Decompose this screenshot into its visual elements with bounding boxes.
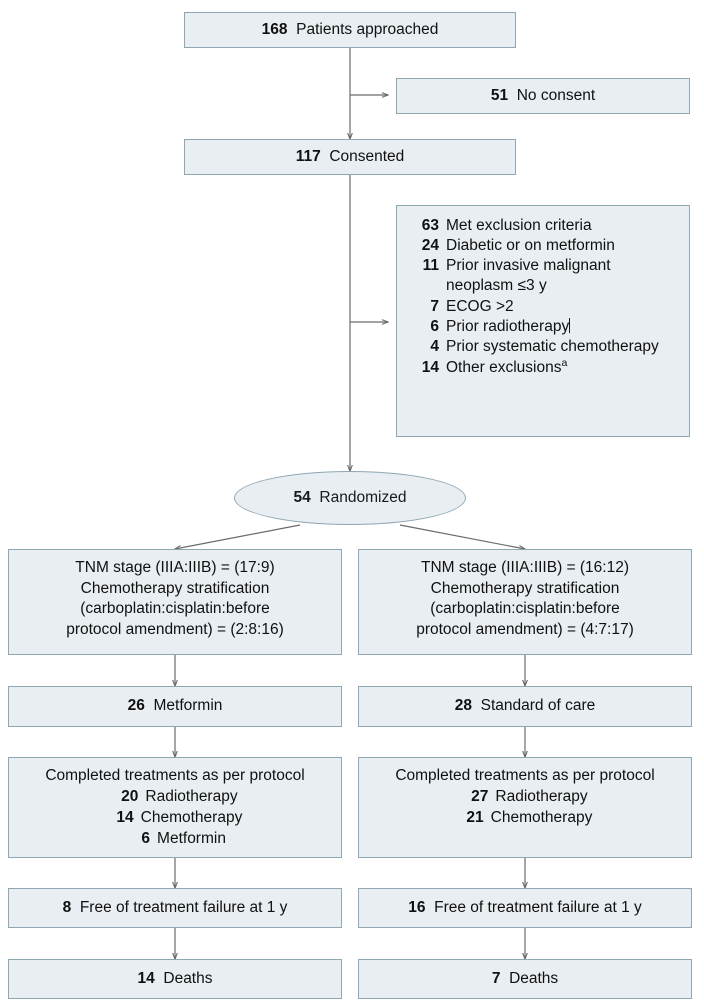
right-arm-number: 28 bbox=[454, 697, 472, 715]
left-completed-item: 20 Radiotherapy bbox=[15, 787, 335, 808]
right-deaths-label: Deaths bbox=[509, 969, 559, 987]
node-right-completed: Completed treatments as per protocol 27 … bbox=[358, 757, 692, 858]
exclusion-item: 4 Prior systematic chemotherapy bbox=[409, 337, 679, 357]
node-consented-number: 117 bbox=[295, 147, 321, 165]
node-approached-label: Patients approached bbox=[296, 20, 439, 38]
left-strat-line-2: Chemotherapy stratification bbox=[80, 579, 270, 597]
exclusion-item-label: Prior radiotherapy bbox=[446, 317, 570, 335]
left-completed-item-number: 14 bbox=[116, 808, 134, 826]
node-randomized-label: Randomized bbox=[319, 489, 407, 506]
left-strat-line-4: protocol amendment) = (2:8:16) bbox=[66, 620, 284, 638]
left-arm-label: Metformin bbox=[153, 697, 223, 715]
exclusion-item: 14 Other exclusionsa bbox=[409, 357, 679, 378]
node-right-arm: 28 Standard of care bbox=[358, 686, 692, 727]
exclusion-header-number: 63 bbox=[421, 217, 439, 234]
right-completed-item-number: 27 bbox=[471, 787, 489, 805]
left-strat-line-1: TNM stage (IIIA:IIIB) = (17:9) bbox=[75, 559, 275, 576]
exclusion-item-number: 7 bbox=[430, 297, 439, 315]
node-exclusion-criteria: 63 Met exclusion criteria 24 Diabetic or… bbox=[396, 205, 690, 437]
right-deaths-number: 7 bbox=[491, 969, 501, 987]
right-arm-label: Standard of care bbox=[480, 697, 596, 715]
left-completed-item-label: Radiotherapy bbox=[145, 787, 238, 805]
node-left-stratification: TNM stage (IIIA:IIIB) = (17:9) Chemother… bbox=[8, 549, 342, 655]
node-right-deaths: 7 Deaths bbox=[358, 959, 692, 999]
node-consented-label: Consented bbox=[329, 147, 405, 165]
left-deaths-label: Deaths bbox=[163, 969, 213, 987]
exclusion-header-label: Met exclusion criteria bbox=[446, 217, 592, 234]
node-patients-approached: 168 Patients approached bbox=[184, 12, 516, 48]
node-randomized: 54 Randomized bbox=[234, 471, 466, 525]
right-free-label: Free of treatment failure at 1 y bbox=[434, 898, 642, 916]
right-completed-item-label: Chemotherapy bbox=[490, 808, 593, 826]
right-strat-line-3: (carboplatin:cisplatin:before bbox=[430, 600, 620, 618]
exclusion-item-number: 4 bbox=[430, 337, 439, 355]
exclusion-item-label: ECOG >2 bbox=[446, 297, 514, 315]
left-free-label: Free of treatment failure at 1 y bbox=[79, 898, 288, 916]
node-left-deaths: 14 Deaths bbox=[8, 959, 342, 999]
node-randomized-number: 54 bbox=[293, 489, 311, 506]
node-right-free-of-failure: 16 Free of treatment failure at 1 y bbox=[358, 888, 692, 928]
right-strat-line-4: protocol amendment) = (4:7:17) bbox=[416, 620, 634, 638]
node-consented: 117 Consented bbox=[184, 139, 516, 175]
node-right-stratification: TNM stage (IIIA:IIIB) = (16:12) Chemothe… bbox=[358, 549, 692, 655]
node-no-consent-number: 51 bbox=[490, 86, 509, 104]
exclusion-item-number: 11 bbox=[422, 257, 439, 275]
right-completed-item: 21 Chemotherapy bbox=[365, 808, 685, 829]
right-completed-item-number: 21 bbox=[466, 808, 484, 826]
node-no-consent: 51 No consent bbox=[396, 78, 690, 114]
exclusion-item: 6 Prior radiotherapy bbox=[409, 317, 679, 337]
exclusion-item: 24 Diabetic or on metformin bbox=[409, 236, 679, 256]
left-deaths-number: 14 bbox=[137, 969, 155, 987]
left-completed-item-label: Metformin bbox=[157, 829, 226, 847]
exclusion-item: 11 Prior invasive malignant neoplasm ≤3 … bbox=[409, 256, 679, 296]
left-strat-line-3: (carboplatin:cisplatin:before bbox=[80, 600, 270, 618]
right-strat-line-1: TNM stage (IIIA:IIIB) = (16:12) bbox=[420, 559, 630, 576]
node-left-free-of-failure: 8 Free of treatment failure at 1 y bbox=[8, 888, 342, 928]
exclusion-item-label: Diabetic or on metformin bbox=[446, 237, 615, 255]
node-approached-number: 168 bbox=[261, 20, 288, 38]
left-free-number: 8 bbox=[62, 898, 72, 916]
left-completed-item-label: Chemotherapy bbox=[140, 808, 243, 826]
left-completed-item-number: 20 bbox=[121, 787, 139, 805]
exclusion-item-label: Other exclusions bbox=[446, 359, 562, 377]
right-free-number: 16 bbox=[408, 898, 426, 916]
left-completed-item: 6 Metformin bbox=[15, 829, 335, 850]
footnote-marker: a bbox=[561, 356, 568, 369]
exclusion-item-number: 6 bbox=[430, 317, 439, 335]
right-completed-item: 27 Radiotherapy bbox=[365, 787, 685, 808]
node-left-completed: Completed treatments as per protocol 20 … bbox=[8, 757, 342, 858]
node-left-arm: 26 Metformin bbox=[8, 686, 342, 727]
exclusion-item-label: Prior systematic chemotherapy bbox=[446, 337, 659, 355]
right-strat-line-2: Chemotherapy stratification bbox=[430, 579, 620, 597]
text-cursor bbox=[569, 317, 571, 333]
right-completed-item-label: Radiotherapy bbox=[495, 787, 588, 805]
left-completed-header: Completed treatments as per protocol bbox=[45, 767, 305, 784]
node-no-consent-label: No consent bbox=[516, 86, 596, 104]
exclusion-item-number: 24 bbox=[421, 237, 439, 255]
exclusion-item-label: Prior invasive malignant neoplasm ≤3 y bbox=[446, 257, 611, 295]
left-completed-item: 14 Chemotherapy bbox=[15, 808, 335, 829]
exclusion-item-number: 14 bbox=[421, 359, 439, 377]
exclusion-item: 7 ECOG >2 bbox=[409, 297, 679, 317]
left-completed-item-number: 6 bbox=[141, 829, 151, 847]
exclusion-header-row: 63 Met exclusion criteria bbox=[409, 216, 679, 236]
left-arm-number: 26 bbox=[127, 697, 145, 715]
right-completed-header: Completed treatments as per protocol bbox=[395, 767, 655, 784]
